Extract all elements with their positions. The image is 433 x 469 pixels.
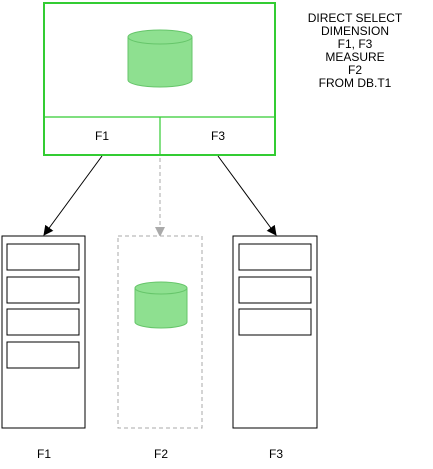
query-line: F1, F3 bbox=[337, 37, 373, 51]
arrow-f3 bbox=[217, 155, 277, 236]
storage-slot bbox=[6, 308, 80, 336]
source-cell-f1: F1 bbox=[95, 129, 109, 143]
source-cell-f3: F3 bbox=[211, 129, 225, 143]
storage-slot bbox=[238, 243, 312, 271]
storage-column-f3 bbox=[232, 235, 318, 429]
storage-slot bbox=[238, 276, 312, 304]
storage-slot bbox=[6, 341, 80, 369]
query-line: FROM DB.T1 bbox=[318, 76, 392, 90]
query-line: DIMENSION bbox=[320, 24, 389, 38]
storage-slot bbox=[6, 276, 80, 304]
caption-f1: F1 bbox=[36, 447, 51, 461]
dashed-frame bbox=[117, 235, 203, 429]
arrow-f1 bbox=[43, 155, 103, 236]
caption-f2: F2 bbox=[153, 447, 168, 461]
storage-slot bbox=[238, 308, 312, 336]
database-cylinder-icon bbox=[127, 29, 193, 88]
storage-column-f1 bbox=[1, 235, 86, 429]
query-line: DIRECT SELECT bbox=[307, 11, 403, 25]
storage-column-f2 bbox=[117, 235, 203, 429]
storage-slot bbox=[6, 243, 80, 271]
source-table-box: F1 F3 bbox=[43, 2, 276, 156]
query-line: MEASURE bbox=[325, 50, 385, 64]
query-line: F2 bbox=[347, 63, 362, 77]
database-cylinder-icon bbox=[134, 281, 188, 329]
caption-f3: F3 bbox=[268, 447, 283, 461]
